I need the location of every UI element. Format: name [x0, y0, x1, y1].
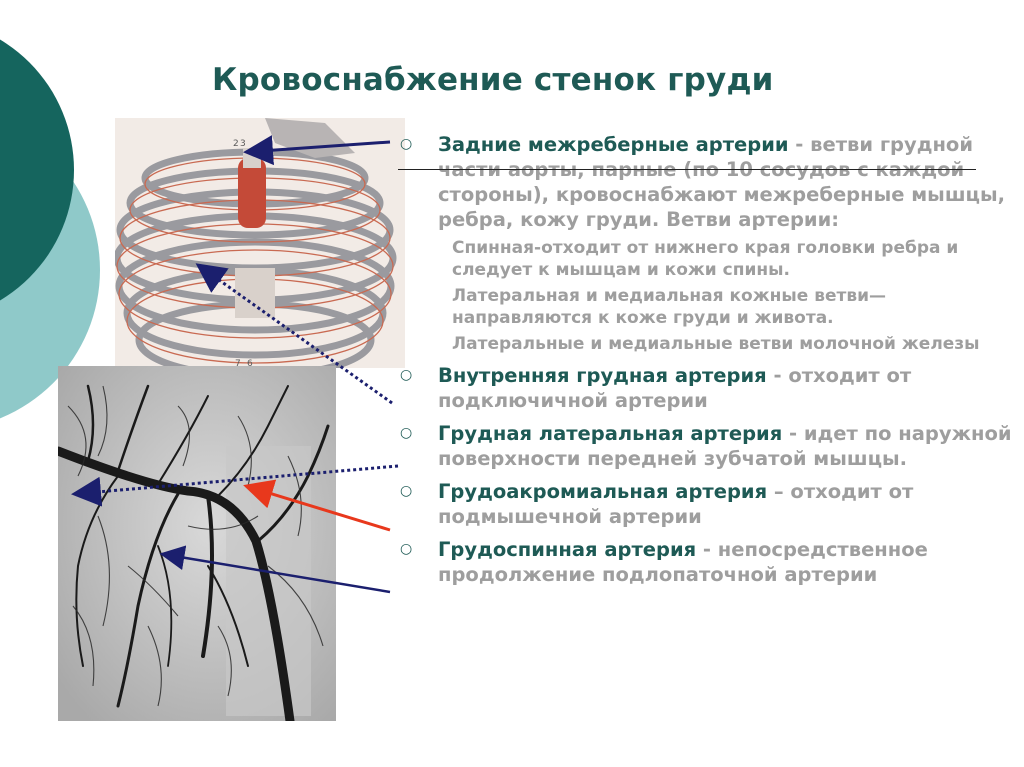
item-term: Внутренняя грудная артерия — [438, 364, 767, 387]
sub-desc: -отходит от нижнего края головки ребра и… — [452, 238, 959, 280]
sub-term: Спинная — [452, 238, 535, 258]
list-item: ○ Грудоакромиальная артерия – отходит от… — [396, 479, 1016, 529]
list-item: ○ Грудная латеральная артерия - идет по … — [396, 421, 1016, 471]
bullet-icon: ○ — [400, 541, 413, 557]
sub-item: Латеральные и медиальные ветви молочной … — [396, 333, 1016, 355]
item-desc: - ветви грудной части аорты, парные (по … — [438, 133, 1006, 231]
item-term: Грудоакромиальная артерия — [438, 480, 768, 503]
sub-term: Латеральная и медиальная кожные ветви — [452, 286, 869, 306]
item-term: Грудоспинная артерия — [438, 538, 697, 561]
item-desc: - идет по наружной поверхности передней … — [438, 422, 1012, 470]
sub-desc: —направляются к коже груди и живота. — [452, 286, 886, 328]
divider-line — [398, 169, 976, 170]
page-title: Кровоснабжение стенок груди — [212, 62, 774, 98]
svg-text:3: 3 — [240, 139, 246, 149]
arterial-angiogram — [58, 366, 336, 721]
bullet-icon: ○ — [400, 136, 413, 152]
artery-list: ○ Задние межреберные артерии - ветви гру… — [396, 132, 1016, 592]
item-desc: – отходит от подмышечной артерии — [438, 480, 914, 528]
list-item: ○ Внутренняя грудная артерия - отходит о… — [396, 363, 1016, 413]
bullet-icon: ○ — [400, 483, 413, 499]
svg-text:2: 2 — [233, 139, 239, 149]
item-term: Задние межреберные артерии — [438, 133, 789, 156]
bullet-icon: ○ — [400, 367, 413, 383]
item-desc: - непосредственное продолжение подлопато… — [438, 538, 928, 586]
item-desc: - отходит от подключичной артерии — [438, 364, 912, 412]
list-item: ○ Задние межреберные артерии - ветви гру… — [396, 132, 1016, 232]
sub-item: Спинная-отходит от нижнего края головки … — [396, 237, 1016, 281]
list-item: ○ Грудоспинная артерия - непосредственно… — [396, 537, 1016, 587]
sub-term: Латеральные и медиальные ветви молочной … — [452, 334, 980, 354]
sub-item: Латеральная и медиальная кожные ветви—на… — [396, 285, 1016, 329]
bullet-icon: ○ — [400, 425, 413, 441]
dark-teal-circle — [0, 39, 74, 301]
item-term: Грудная латеральная артерия — [438, 422, 783, 445]
